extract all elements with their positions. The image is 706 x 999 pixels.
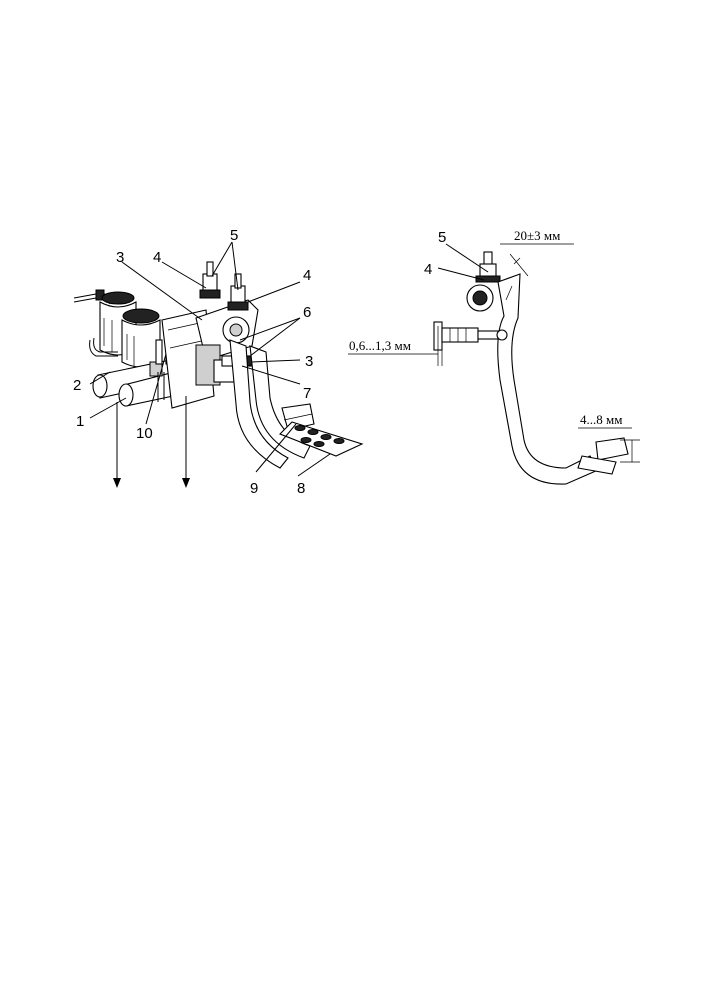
push-rod-right (433, 321, 508, 351)
dimension-pedal: 4...8 мм (578, 412, 640, 463)
dim-top-text: 20±3 мм (514, 228, 560, 243)
pedal-pad-8 (279, 421, 364, 457)
callout-4-right: 4 (303, 267, 311, 284)
callout-labels-right: 5 4 (424, 229, 446, 278)
callout-7: 7 (303, 385, 311, 402)
pedal-pad-right (577, 437, 629, 475)
callout-4-right-view: 4 (424, 261, 432, 278)
callout-10: 10 (136, 425, 153, 442)
pedal-arms (229, 339, 311, 469)
dimension-top: 20±3 мм (500, 228, 574, 277)
switch-top-right (475, 251, 501, 283)
callout-1: 1 (76, 413, 84, 430)
stop-light-switches (199, 261, 249, 311)
leader-lines (89, 241, 331, 477)
callout-6: 6 (303, 304, 311, 321)
callout-4-left: 4 (153, 249, 161, 266)
callout-3-lower: 3 (305, 353, 313, 370)
reservoir-right (121, 308, 161, 368)
callout-3-upper: 3 (116, 249, 124, 266)
dim-pedal-text: 4...8 мм (580, 412, 622, 427)
left-assembly-illustration: 1 2 3 3 4 4 5 6 7 8 9 10 (73, 227, 364, 497)
callout-2: 2 (73, 377, 81, 394)
callout-9: 9 (250, 480, 258, 497)
callout-5: 5 (230, 227, 238, 244)
pedal-arm-right (497, 273, 599, 485)
callout-labels-left: 1 2 3 3 4 4 5 6 7 8 9 10 (73, 227, 313, 497)
brake-outlet-arrows (113, 372, 190, 488)
right-adjustment-illustration: 20±3 мм 0,6...1,3 мм 4...8 мм 5 4 (348, 228, 640, 485)
dimension-rod: 0,6...1,3 мм (348, 326, 443, 366)
dim-rod-text: 0,6...1,3 мм (349, 338, 411, 353)
callout-5-right: 5 (438, 229, 446, 246)
callout-8: 8 (297, 480, 305, 497)
